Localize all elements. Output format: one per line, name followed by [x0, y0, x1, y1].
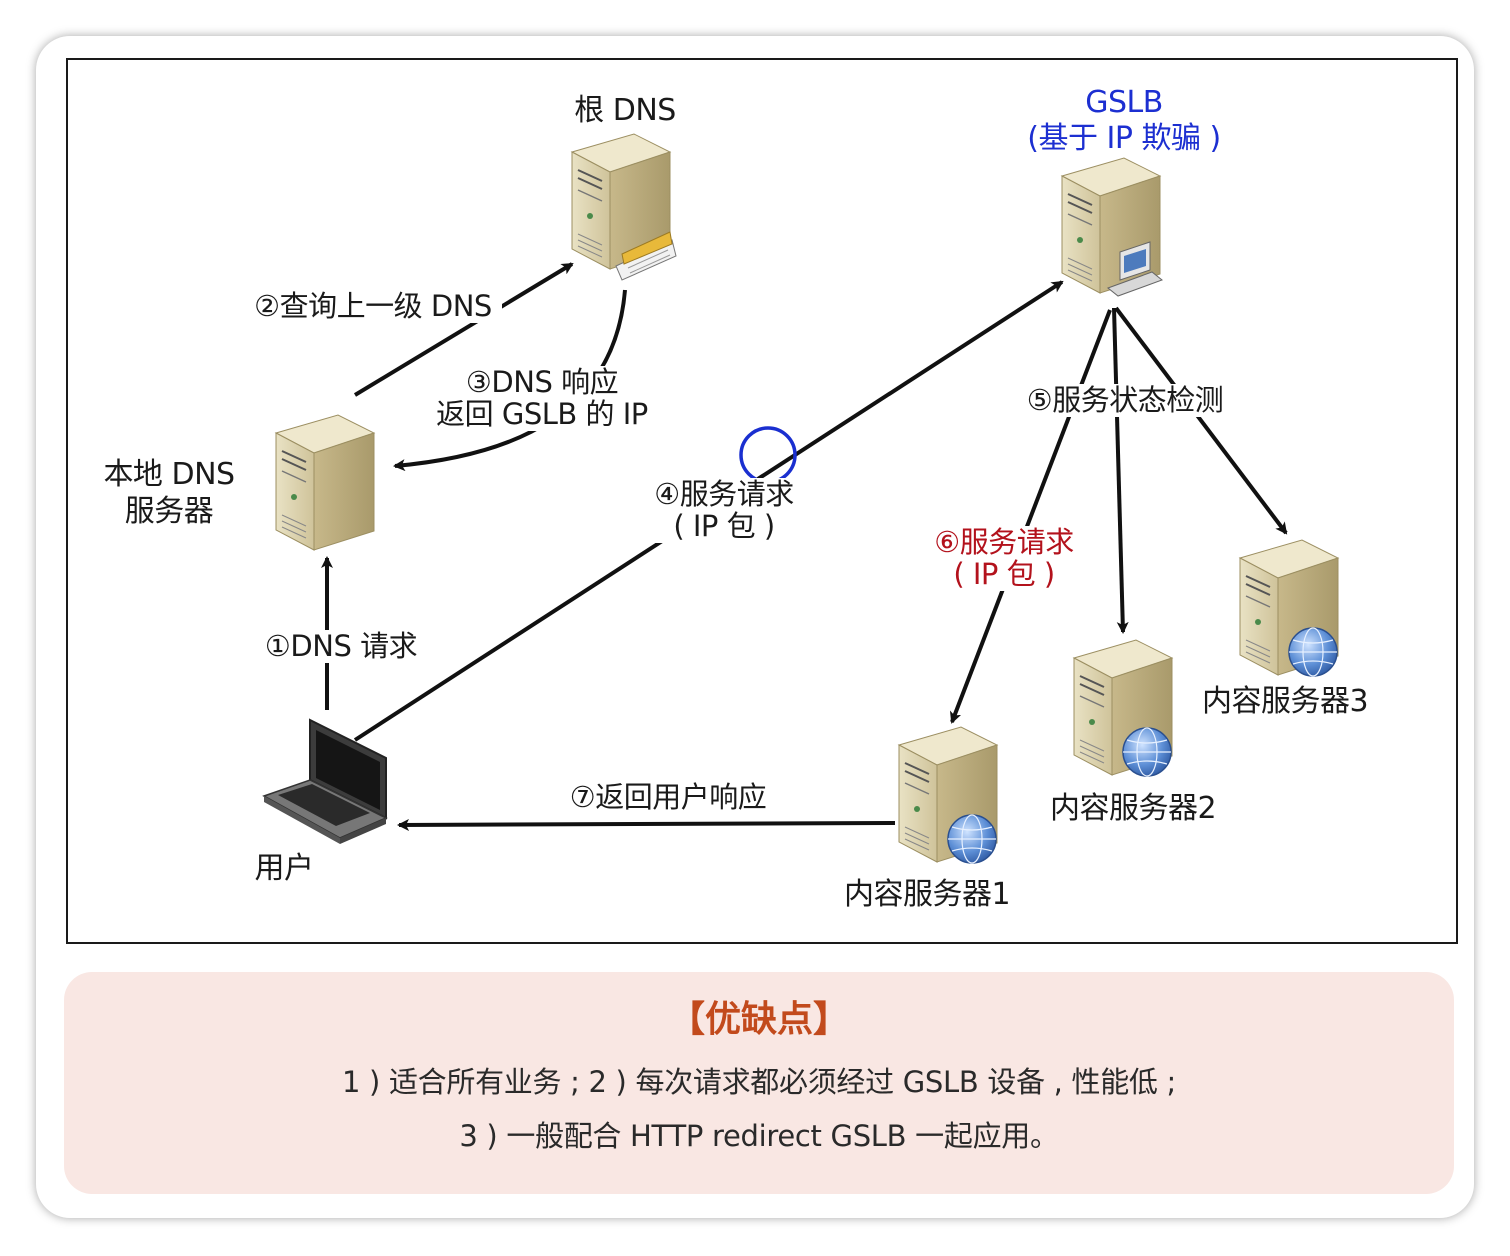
step4-label: ④服务请求 [640, 478, 808, 511]
step5-label: ⑤服务状态检测 [1018, 384, 1232, 417]
gslb-sublabel: (基于 IP 欺骗 ) [1027, 121, 1221, 156]
edge-step7-line [397, 818, 896, 831]
local-dns-sublabel: 服务器 [124, 494, 214, 529]
content-server-2-label: 内容服务器2 [1049, 791, 1217, 826]
gslb-server-icon [1061, 157, 1164, 297]
step6-label: ⑥服务请求 [920, 526, 1088, 559]
root-dns-label: 根 DNS [574, 93, 676, 128]
edge-step5-line [1112, 306, 1288, 634]
step4-sublabel: ( IP 包 ) [650, 510, 798, 543]
content-server-3-label: 内容服务器3 [1201, 684, 1369, 719]
edge-step6-line [949, 309, 1112, 724]
content-server-2-icon [1073, 639, 1173, 777]
gslb-label: GSLB [1085, 85, 1163, 120]
content-server-1-label: 内容服务器1 [843, 877, 1011, 912]
edge-step2-line [353, 262, 574, 397]
step1-label: ①DNS 请求 [254, 630, 428, 663]
local-dns-label: 本地 DNS [103, 457, 235, 492]
content-server-1-icon [898, 726, 998, 864]
root-dns-server-icon [571, 133, 677, 281]
local-dns-server-icon [275, 414, 375, 551]
step6-sublabel: ( IP 包 ) [930, 558, 1078, 591]
pros-cons-line-2: 3 ) 一般配合 HTTP redirect GSLB 一起应用。 [459, 1119, 1059, 1153]
pros-cons-title: 【优缺点】 [668, 999, 849, 1040]
pros-cons-line-1: 1 ) 适合所有业务 ; 2 ) 每次请求都必须经过 GSLB 设备 , 性能低… [341, 1065, 1177, 1099]
step2-label: ②查询上一级 DNS [244, 290, 502, 323]
user-label: 用户 [254, 851, 315, 886]
step3-sublabel: 返回 GSLB 的 IP [430, 398, 654, 431]
content-server-3-icon [1239, 539, 1339, 677]
step7-label: ⑦返回用户响应 [569, 780, 767, 814]
user-laptop-icon [262, 718, 388, 844]
pros-cons-box: 【优缺点】 1 ) 适合所有业务 ; 2 ) 每次请求都必须经过 GSLB 设备… [64, 972, 1454, 1194]
step3-label: ③DNS 响应 [448, 366, 636, 399]
